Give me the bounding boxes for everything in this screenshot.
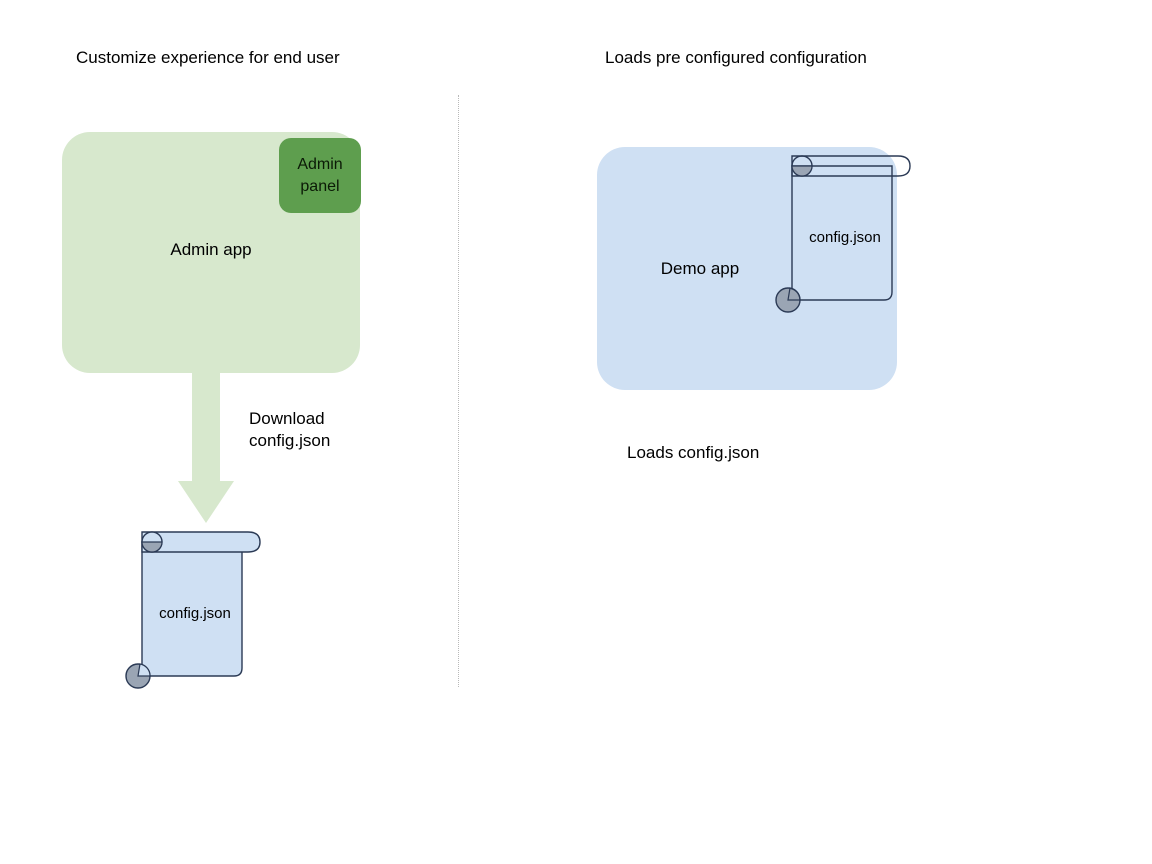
scroll-icon	[125, 531, 261, 689]
config-json-document-left[interactable]: config.json	[120, 528, 270, 693]
config-json-document-right[interactable]: config.json	[770, 152, 920, 317]
column-divider	[458, 95, 459, 687]
left-column-title: Customize experience for end user	[76, 48, 340, 67]
demo-app-box[interactable]	[597, 147, 897, 390]
admin-panel-label: Admin panel	[297, 155, 343, 195]
admin-app-label: Admin app	[170, 240, 252, 259]
right-column-title: Loads pre configured configuration	[605, 48, 867, 67]
config-json-label-right: config.json	[809, 229, 881, 246]
config-json-label-left: config.json	[159, 605, 231, 622]
download-arrow-icon	[178, 371, 234, 523]
admin-panel-box[interactable]: Admin panel	[279, 138, 361, 213]
scroll-icon	[775, 155, 911, 313]
demo-app-label: Demo app	[660, 259, 740, 278]
download-arrow-label: Download config.json	[249, 409, 331, 450]
loads-config-caption: Loads config.json	[627, 443, 760, 462]
